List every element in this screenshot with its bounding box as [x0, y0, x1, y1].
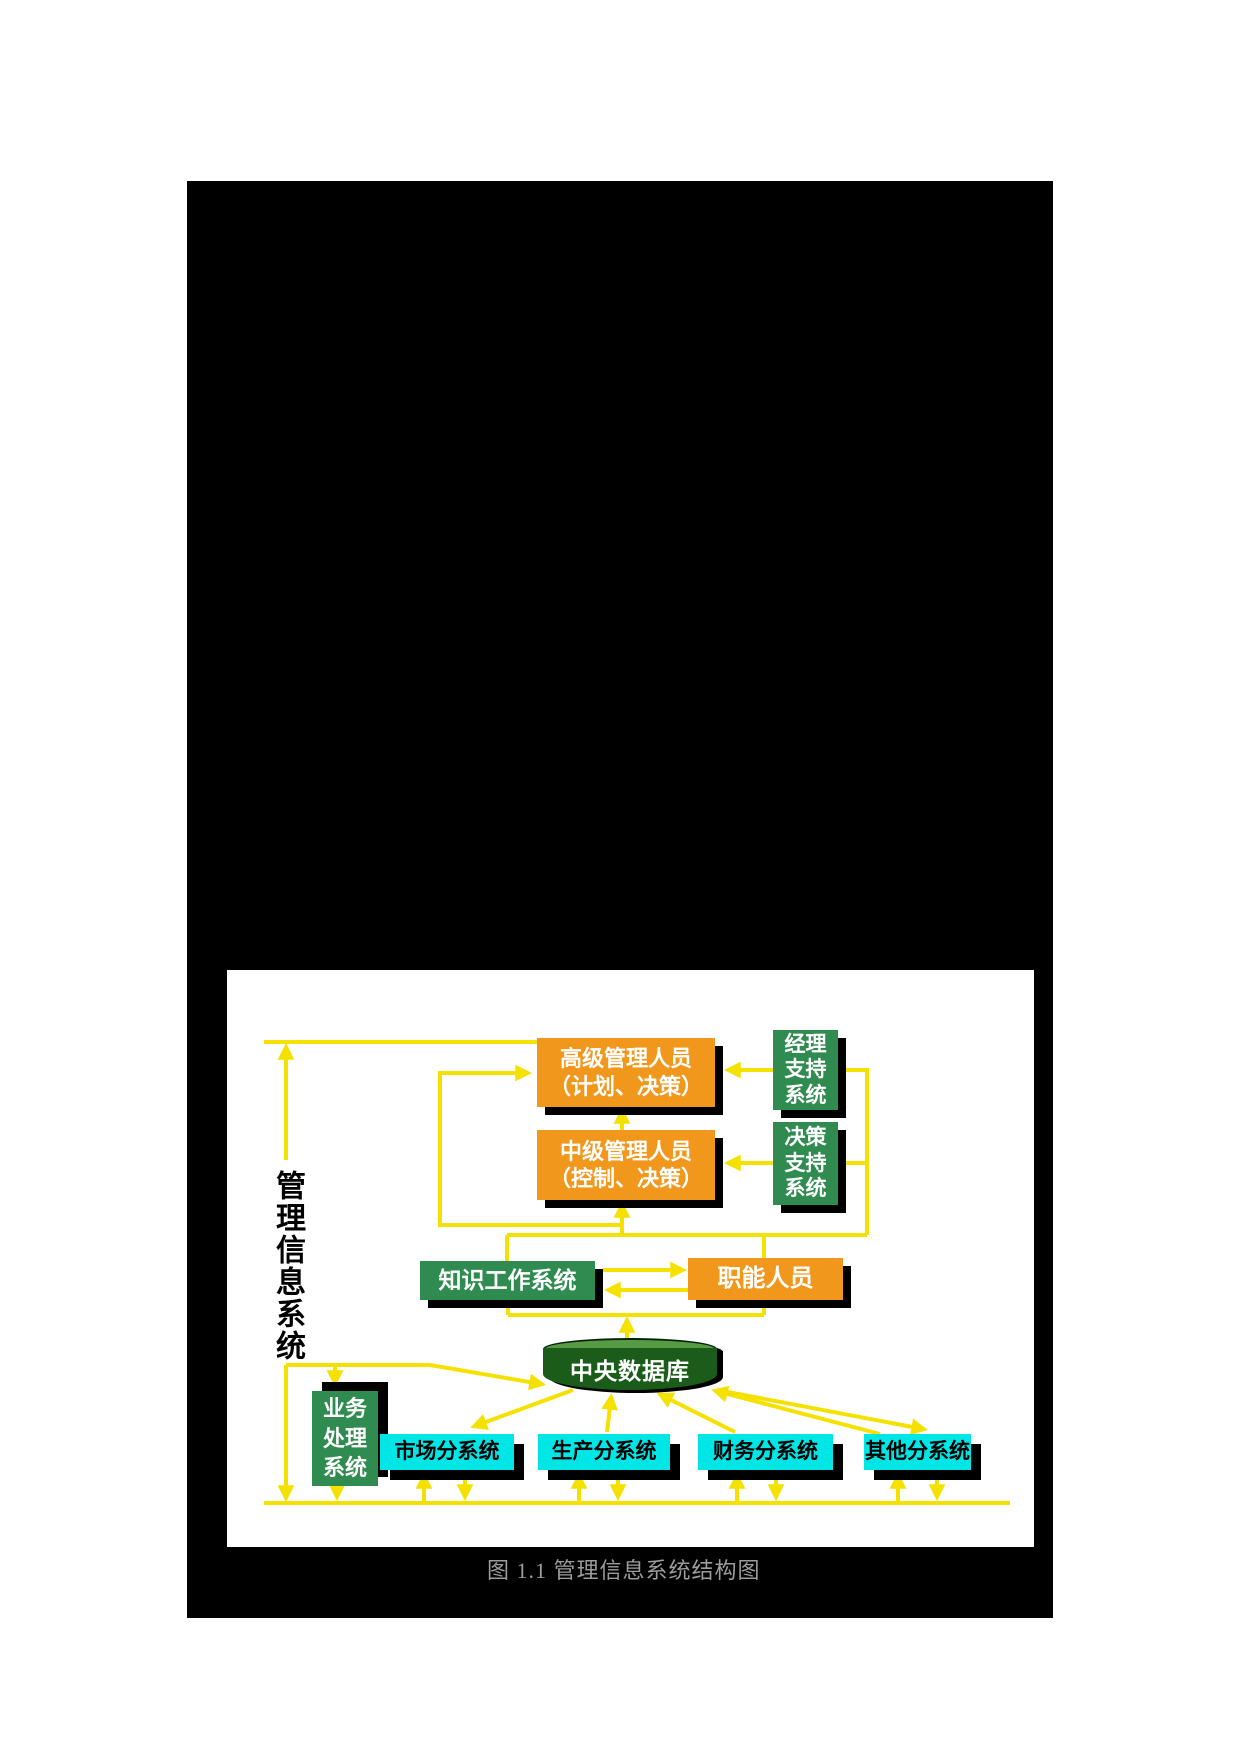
arrow-db-to-other	[716, 1388, 928, 1436]
box-market-label: 市场分系统	[394, 1439, 500, 1463]
box-tps-line1: 业务	[322, 1395, 367, 1421]
box-dss-line2: 支持	[784, 1151, 827, 1175]
box-middle-line1: 中级管理人员	[559, 1138, 692, 1164]
diagram-panel: 管理信息系统 高级管理人员 （计划、决策） 经理 支持 系统 中级管理人员 （控…	[227, 970, 1034, 1547]
side-label-mis: 管理信息系统	[271, 1170, 304, 1362]
central-database-label: 中央数据库	[570, 1358, 690, 1384]
box-other-subsystem: 其他分系统	[864, 1434, 971, 1470]
cylinder-body: 中央数据库	[543, 1348, 717, 1390]
box-executive-support-system: 经理 支持 系统	[773, 1030, 838, 1110]
arrow-finance-to-db	[656, 1392, 736, 1434]
box-staff-label: 职能人员	[717, 1265, 814, 1292]
box-senior-managers: 高级管理人员 （计划、决策）	[537, 1038, 715, 1107]
figure-caption: 图 1.1 管理信息系统结构图	[487, 1558, 761, 1583]
box-knowledge-work-system: 知识工作系统	[420, 1261, 595, 1300]
central-database-cylinder: 中央数据库	[543, 1338, 717, 1390]
box-senior-line1: 高级管理人员	[559, 1046, 692, 1071]
connector-lines	[264, 1040, 1010, 1505]
box-transaction-processing-system: 业务 处理 系统	[312, 1391, 378, 1486]
box-other-label: 其他分系统	[865, 1439, 970, 1463]
arrow-db-to-market	[470, 1388, 574, 1430]
box-ess-line1: 经理	[784, 1032, 827, 1056]
arrow-other-to-db	[711, 1385, 881, 1436]
box-ess-line2: 支持	[784, 1058, 827, 1082]
box-tps-line2: 处理	[322, 1425, 367, 1451]
arrow-tps-to-db	[429, 1363, 546, 1391]
line-right-loop	[846, 1068, 869, 1235]
box-production-subsystem: 生产分系统	[538, 1434, 670, 1470]
box-marketing-subsystem: 市场分系统	[380, 1434, 514, 1470]
box-kws-label: 知识工作系统	[438, 1267, 577, 1294]
box-tps-line3: 系统	[322, 1455, 367, 1481]
box-decision-support-system: 决策 支持 系统	[773, 1122, 838, 1205]
box-senior-line2: （计划、决策）	[548, 1073, 703, 1099]
arrow-feedback-loop-to-senior	[438, 1064, 622, 1227]
box-production-label: 生产分系统	[551, 1439, 657, 1463]
box-dss-line3: 系统	[784, 1177, 827, 1201]
box-ess-line3: 系统	[784, 1083, 827, 1107]
box-finance-subsystem: 财务分系统	[698, 1434, 833, 1470]
figure-image-area: 管理信息系统 高级管理人员 （计划、决策） 经理 支持 系统 中级管理人员 （控…	[187, 181, 1053, 1618]
arrow-production-to-db	[601, 1392, 618, 1433]
box-functional-staff: 职能人员	[688, 1258, 843, 1300]
box-dss-line1: 决策	[784, 1126, 827, 1150]
box-middle-managers: 中级管理人员 （控制、决策）	[537, 1130, 715, 1200]
box-finance-label: 财务分系统	[713, 1439, 818, 1463]
box-middle-line2: （控制、决策）	[548, 1166, 703, 1191]
